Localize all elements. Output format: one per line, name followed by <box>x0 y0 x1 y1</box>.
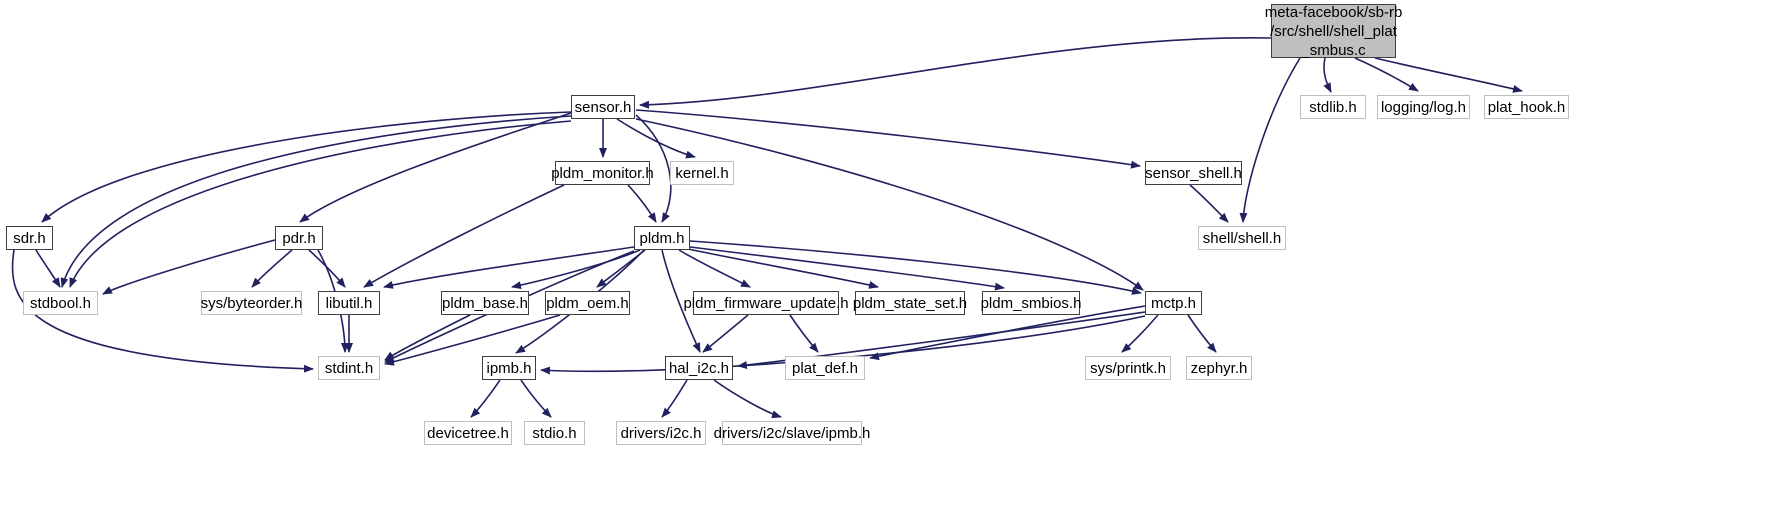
node-zephyr-h[interactable]: zephyr.h <box>1186 356 1252 380</box>
node-plat-hook-h[interactable]: plat_hook.h <box>1484 95 1569 119</box>
node-sensor-shell-h[interactable]: sensor_shell.h <box>1145 161 1242 185</box>
node-sensor-h[interactable]: sensor.h <box>571 95 635 119</box>
node-root-file[interactable]: meta-facebook/sb-rb /src/shell/shell_pla… <box>1264 3 1403 59</box>
node-sys-byteorder-h[interactable]: sys/byteorder.h <box>201 291 302 315</box>
node-kernel-h[interactable]: kernel.h <box>670 161 734 185</box>
node-hal-i2c-h[interactable]: hal_i2c.h <box>665 356 733 380</box>
node-logging-log-h[interactable]: logging/log.h <box>1377 95 1470 119</box>
node-pldm-state-set-h[interactable]: pldm_state_set.h <box>853 291 967 315</box>
node-pldm-h[interactable]: pldm.h <box>634 226 690 250</box>
node-devicetree-h[interactable]: devicetree.h <box>424 421 512 445</box>
node-stdint-h[interactable]: stdint.h <box>318 356 380 380</box>
node-libutil-h[interactable]: libutil.h <box>318 291 380 315</box>
node-pldm-base-h[interactable]: pldm_base.h <box>441 291 529 315</box>
node-pldm-firmware-update-h[interactable]: pldm_firmware_update.h <box>683 291 849 315</box>
node-stdlib-h[interactable]: stdlib.h <box>1300 95 1366 119</box>
node-pdr-h[interactable]: pdr.h <box>275 226 323 250</box>
node-sdr-h[interactable]: sdr.h <box>6 226 53 250</box>
node-shell-shell-h[interactable]: shell/shell.h <box>1198 226 1286 250</box>
node-ipmb-h[interactable]: ipmb.h <box>482 356 536 380</box>
node-sys-printk-h[interactable]: sys/printk.h <box>1085 356 1171 380</box>
node-drivers-i2c-h[interactable]: drivers/i2c.h <box>616 421 706 445</box>
node-pldm-oem-h[interactable]: pldm_oem.h <box>545 291 630 315</box>
node-pldm-smbios-h[interactable]: pldm_smbios.h <box>981 291 1081 315</box>
node-pldm-monitor-h[interactable]: pldm_monitor.h <box>551 161 654 185</box>
node-plat-def-h[interactable]: plat_def.h <box>785 356 865 380</box>
node-drivers-i2c-slave-ipmb-h[interactable]: drivers/i2c/slave/ipmb.h <box>714 421 870 445</box>
node-mctp-h[interactable]: mctp.h <box>1145 291 1202 315</box>
node-stdbool-h[interactable]: stdbool.h <box>23 291 98 315</box>
node-stdio-h[interactable]: stdio.h <box>524 421 585 445</box>
